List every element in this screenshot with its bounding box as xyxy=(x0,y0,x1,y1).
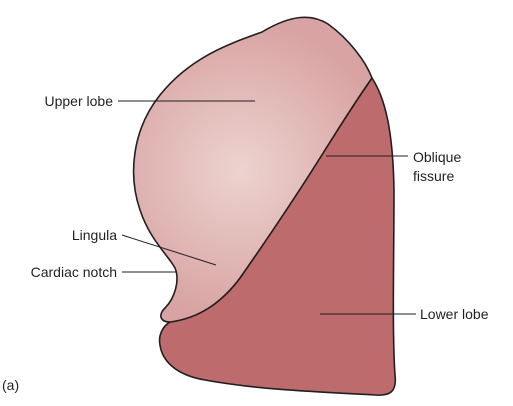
panel-label: (a) xyxy=(2,377,19,393)
label-lingula: Lingula xyxy=(72,227,117,243)
label-upper-lobe: Upper lobe xyxy=(45,93,114,109)
label-oblique-fissure-line1: Oblique xyxy=(413,149,461,165)
label-lower-lobe: Lower lobe xyxy=(420,306,489,322)
label-oblique-fissure: Oblique fissure xyxy=(413,149,465,184)
label-cardiac-notch: Cardiac notch xyxy=(31,264,117,280)
label-oblique-fissure-line2: fissure xyxy=(413,168,454,184)
